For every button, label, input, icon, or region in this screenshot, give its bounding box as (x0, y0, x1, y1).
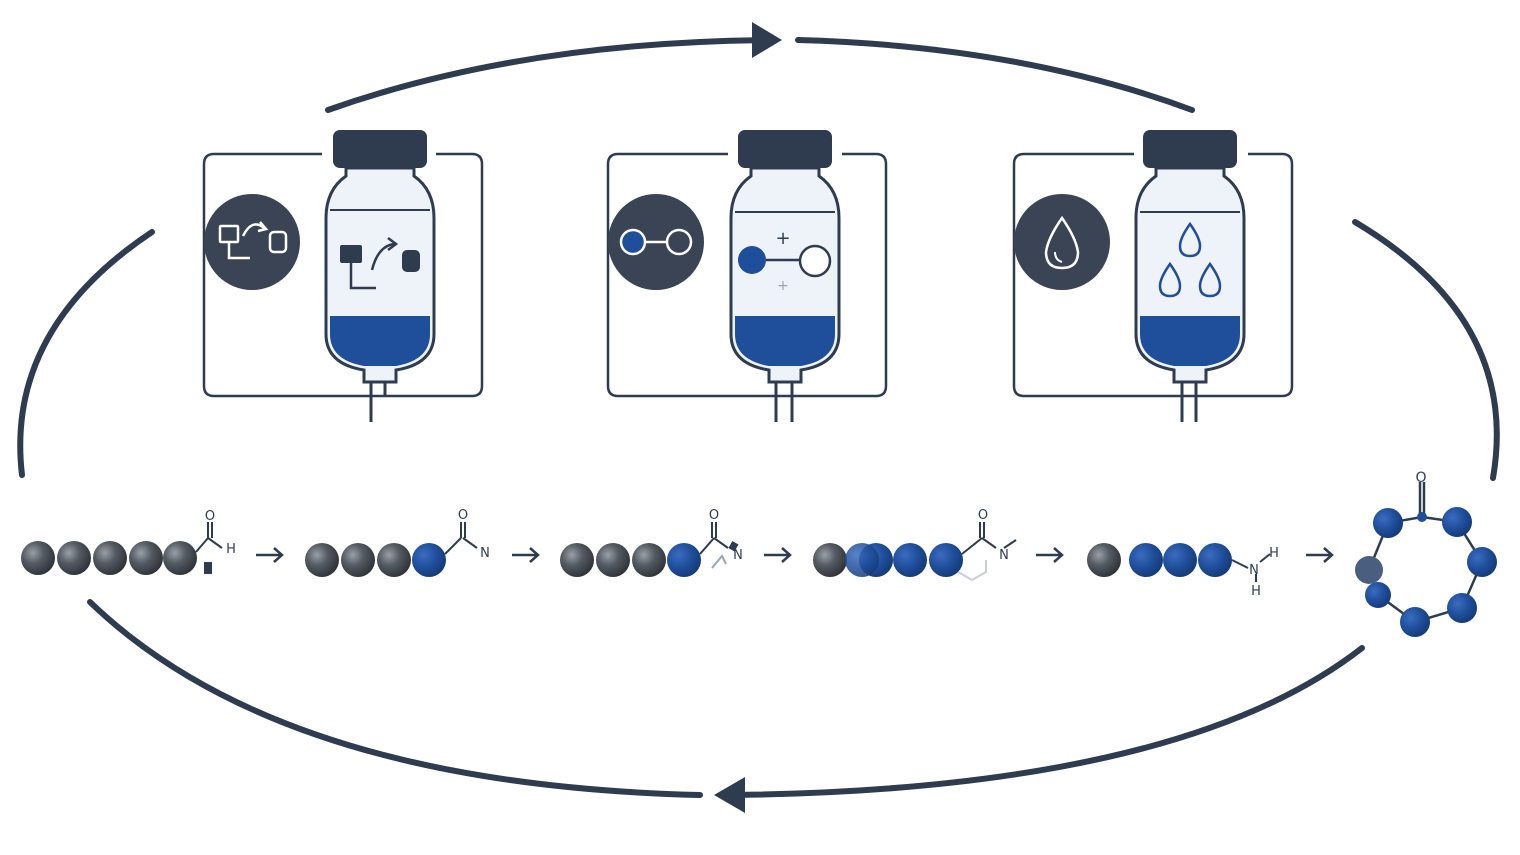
amino-acid-bead[interactable] (667, 543, 701, 577)
station-frame (1012, 152, 1294, 398)
atom-label-nitrogen: N (999, 548, 1009, 563)
amine-group (1231, 553, 1271, 582)
resin-bead (632, 543, 666, 577)
droplet-icon (1158, 261, 1182, 298)
peptide-chain-step-1: O H (21, 509, 236, 575)
plus-sign: + (775, 228, 790, 249)
vessel-cap (738, 130, 832, 168)
step-arrow (1306, 547, 1334, 563)
reaction-vessel (324, 130, 436, 422)
atom-label-nitrogen: N (1249, 563, 1259, 578)
station-rearrangement (202, 130, 484, 422)
reaction-vessel (729, 130, 841, 422)
vessel-liquid[interactable] (1140, 316, 1240, 366)
cycle-arc-top-left (325, 37, 773, 113)
amino-acid-bead[interactable] (929, 543, 963, 577)
peptide-chain-step-5: N H H (1087, 543, 1279, 599)
resin-bead (813, 543, 847, 577)
atom-label-hydrogen: H (1251, 584, 1261, 599)
atom-label-nitrogen: N (480, 546, 490, 561)
resin-bead (57, 541, 91, 575)
coupling-glyph: + + (738, 228, 832, 294)
cycle-arc-bottom-left (87, 599, 703, 798)
cycle-arc-left (17, 229, 155, 478)
atom-label-oxygen: O (1415, 470, 1426, 486)
peptide-chain-step-3: O N (560, 508, 743, 577)
amino-acid-bead[interactable] (1163, 543, 1197, 577)
vessel-cap (1143, 130, 1237, 168)
amino-acid-bead[interactable] (1373, 508, 1403, 538)
amino-acid-bead[interactable] (1467, 547, 1497, 577)
atom-label-oxygen: O (205, 509, 215, 524)
station-frame (606, 152, 888, 398)
amino-acid-bead[interactable] (1447, 593, 1477, 623)
amino-acid-bead[interactable] (412, 543, 446, 577)
cycle-arc-right (1352, 219, 1500, 481)
amino-acid-bead[interactable] (1442, 507, 1472, 537)
step-arrow (1036, 547, 1064, 563)
resin-bead (341, 543, 375, 577)
resin-bead (21, 541, 55, 575)
amino-acid-bead[interactable] (1400, 607, 1430, 637)
atom-label-oxygen: O (709, 508, 719, 523)
resin-bead (129, 541, 163, 575)
cycle-arrowhead-left (714, 777, 745, 813)
resin-bead (163, 541, 197, 575)
resin-bead (596, 543, 630, 577)
amino-acid-bead[interactable] (1129, 543, 1163, 577)
vessel-cap (333, 130, 427, 168)
amino-acid-bead[interactable] (845, 543, 879, 577)
atom-label-oxygen: O (978, 508, 988, 523)
resin-bead (305, 543, 339, 577)
step-arrow (512, 547, 540, 563)
droplets-glyph (1158, 221, 1222, 298)
droplet-icon (1198, 261, 1222, 298)
step-arrow (256, 547, 284, 563)
vessel-liquid[interactable] (735, 316, 835, 366)
resin-bead (377, 543, 411, 577)
resin-bead (1355, 556, 1383, 584)
amide-group (957, 522, 1017, 582)
cycle-arc-top-right (795, 37, 1195, 113)
droplet-icon (1178, 221, 1202, 258)
resin-bead (560, 543, 594, 577)
atom-label-hydrogen: H (1269, 546, 1279, 561)
cycle-arc-bottom-right (729, 645, 1365, 798)
shape-transfer-icon (204, 194, 300, 290)
linked-circles-icon (608, 194, 704, 290)
resin-bead (1087, 543, 1121, 577)
step-arrow (764, 547, 792, 563)
water-drop-icon (1014, 194, 1110, 290)
resin-bead (93, 541, 127, 575)
station-wash (1012, 130, 1294, 422)
cycle-loop (17, 37, 1500, 798)
ring-junction-dot (1417, 512, 1427, 522)
station-frame (202, 152, 484, 398)
vessel-liquid[interactable] (330, 316, 430, 366)
plus-sign-faded: + (777, 278, 789, 294)
atom-label-hydrogen: H (226, 542, 236, 557)
amino-acid-bead[interactable] (1365, 582, 1391, 608)
aldehyde-group (195, 522, 223, 574)
cycle-arrowhead-right (752, 22, 782, 58)
amide-group (699, 522, 739, 569)
amino-acid-bead[interactable] (893, 543, 927, 577)
amide-group (444, 522, 478, 555)
atom-label-nitrogen: N (733, 548, 743, 563)
peptide-chain-step-2: O N (305, 508, 490, 577)
shape-transfer-glyph (340, 237, 420, 290)
cyclic-peptide: O (1355, 470, 1497, 637)
reaction-vessel (1134, 130, 1246, 422)
peptide-chain-step-4: O N (813, 508, 1017, 582)
station-coupling: + + (606, 130, 888, 422)
amino-acid-bead[interactable] (1198, 543, 1232, 577)
atom-label-oxygen: O (458, 508, 468, 523)
